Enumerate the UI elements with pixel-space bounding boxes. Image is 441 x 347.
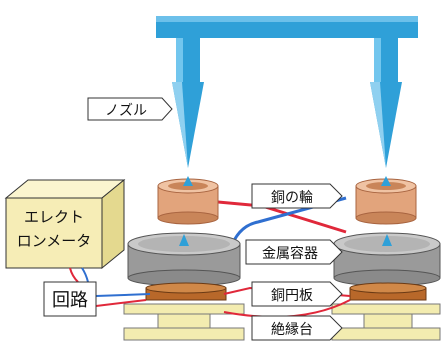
circuit-box: 回路 xyxy=(43,281,97,317)
copper-ring-left xyxy=(157,176,219,225)
insulating-base-label: 絶縁台 xyxy=(251,315,343,341)
wire-circuit-red xyxy=(95,299,147,307)
wire-electrometer-red xyxy=(69,267,79,283)
wire-circuit-blue xyxy=(95,293,151,297)
nozzle-right xyxy=(370,38,402,168)
svg-text:ノズル: ノズル xyxy=(105,103,147,119)
electrometer-label-line2: ロンメータ xyxy=(17,232,92,250)
nozzle-left xyxy=(172,38,204,168)
electrometer-box: エレクト ロンメータ xyxy=(4,178,126,270)
insulating-base-left xyxy=(123,303,245,341)
nozzle-label: ノズル xyxy=(87,97,173,121)
wire-electrometer-blue xyxy=(81,267,89,283)
electrometer-label-line1: エレクト xyxy=(24,208,84,226)
insulating-base-right xyxy=(331,303,441,341)
metal-container-left xyxy=(127,232,241,287)
metal-container-right xyxy=(333,232,441,287)
svg-text:回路: 回路 xyxy=(52,290,88,311)
svg-text:絶縁台: 絶縁台 xyxy=(271,322,313,338)
copper-disc-right xyxy=(349,282,427,301)
copper-disc-left xyxy=(145,282,227,301)
copper-ring-label: 銅の輪 xyxy=(251,183,343,209)
svg-text:銅の輪: 銅の輪 xyxy=(271,189,313,206)
svg-text:金属容器: 金属容器 xyxy=(262,245,318,262)
copper-disc-label: 銅円板 xyxy=(251,281,343,307)
metal-container-label: 金属容器 xyxy=(245,239,343,265)
copper-ring-right xyxy=(355,176,417,225)
svg-text:銅円板: 銅円板 xyxy=(271,288,313,304)
